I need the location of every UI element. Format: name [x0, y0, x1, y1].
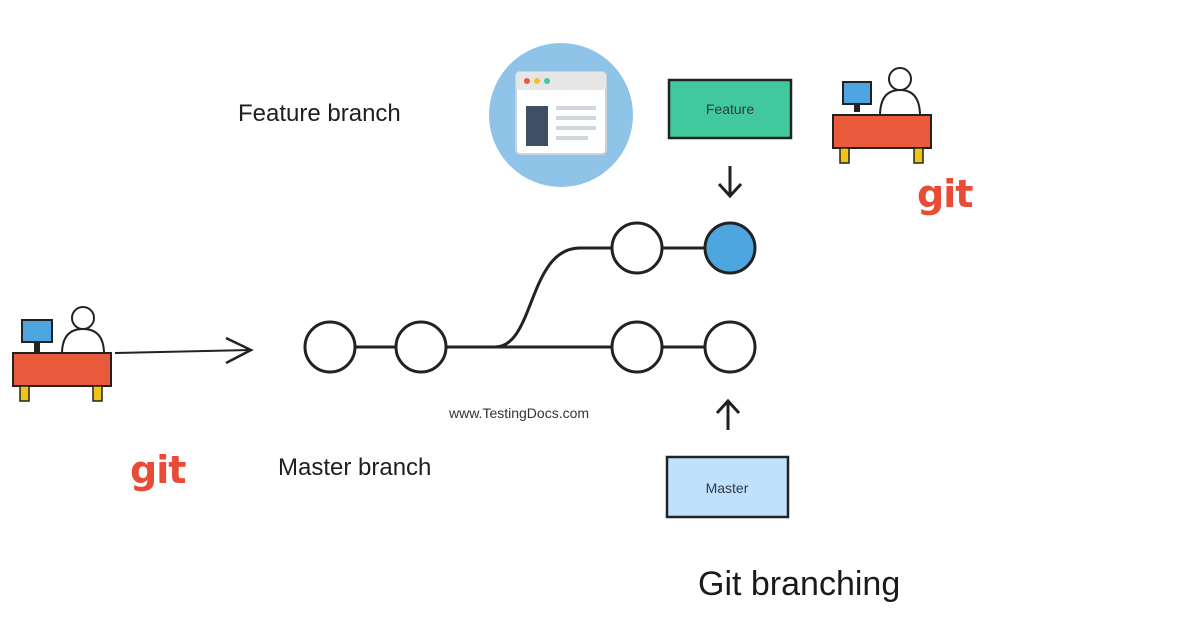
feature-pointer-box: Feature [667, 78, 793, 140]
commit-node [610, 320, 664, 374]
arrow-up-icon [715, 398, 741, 430]
commit-node [610, 221, 664, 275]
master-pointer-box: Master [665, 455, 790, 519]
master-branch-label: Master branch [278, 454, 432, 481]
git-logo: git [917, 172, 973, 216]
commit-node [303, 320, 357, 374]
commit-node [703, 320, 757, 374]
branch-lines [330, 246, 730, 349]
arrow-down-icon [717, 166, 743, 199]
feature-pointer-label: Feature [706, 101, 754, 117]
browser-window-icon [489, 43, 633, 187]
developer-at-desk-icon [12, 306, 112, 402]
master-pointer-label: Master [706, 480, 749, 496]
git-logo: git [130, 448, 186, 492]
diagram-title: Git branching [698, 565, 901, 603]
commit-nodes [303, 221, 757, 374]
developer-at-desk-icon [832, 67, 932, 164]
watermark: www.TestingDocs.com [449, 405, 590, 421]
commit-node [394, 320, 448, 374]
feature-branch-label: Feature branch [238, 100, 401, 127]
head-commit-node [703, 221, 757, 275]
arrow-right-icon [114, 336, 254, 365]
